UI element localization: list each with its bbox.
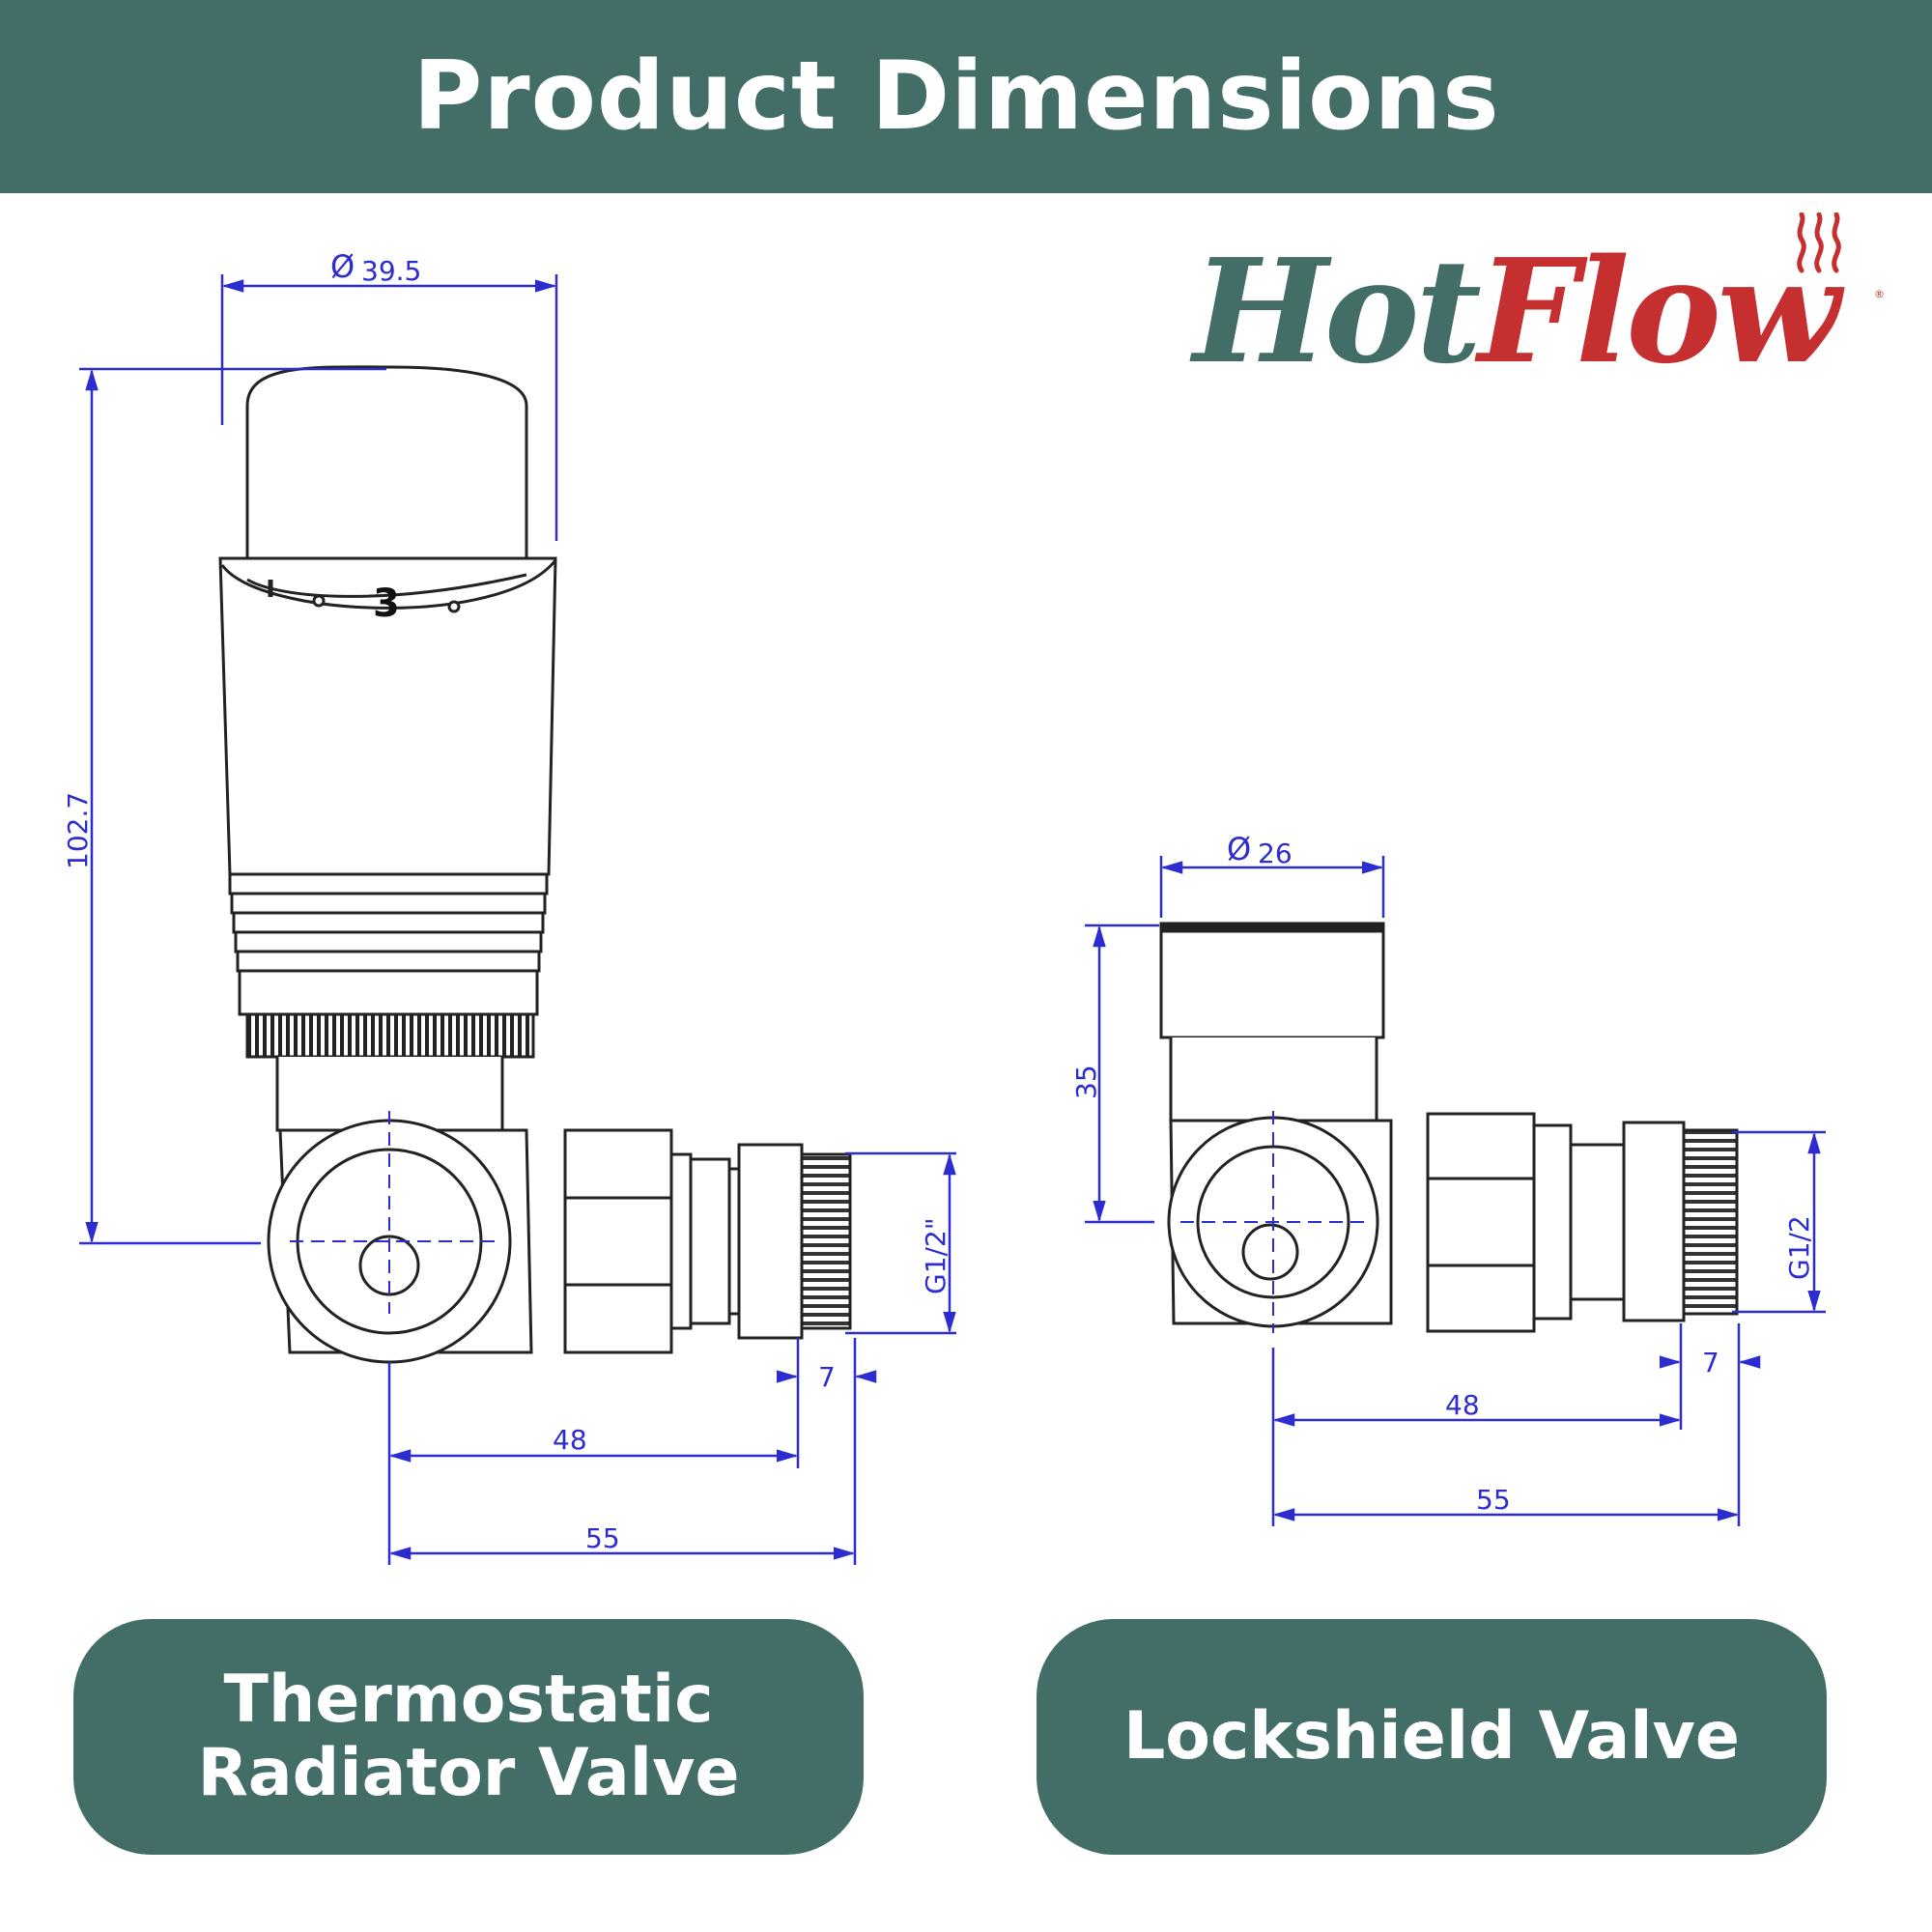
technical-drawing: Ø 39.5 102.7 G1/2" 7 48 55 3 (62, 248, 1826, 1565)
trv-hex-nut (563, 1128, 673, 1354)
trv-thread (800, 1152, 852, 1330)
lockshield-tail-label: 7 (1702, 1347, 1719, 1378)
trv-tail-label: 7 (818, 1361, 836, 1393)
hotflow-logo: HotFlow ® (1193, 213, 1918, 406)
lockshield-height-label: 35 (1070, 1065, 1102, 1099)
lockshield-48-label: 48 (1445, 1389, 1480, 1421)
trv-dial-number: 3 (373, 582, 400, 626)
trv-caption-line1: Thermostatic (223, 1661, 714, 1738)
header-bar: Product Dimensions (0, 0, 1932, 193)
trv-caption-line2: Radiator Valve (197, 1735, 740, 1811)
lockshield-diameter-symbol: Ø (1227, 831, 1251, 867)
logo-flow: Flow (1477, 227, 1840, 395)
lockshield-caption: Lockshield Valve (1037, 1619, 1827, 1855)
trv-drawing (218, 365, 852, 1364)
steam-icon (1797, 213, 1841, 273)
trv-48-label: 48 (553, 1424, 587, 1456)
lockshield-diameter-label: 26 (1258, 838, 1293, 869)
trv-diameter-label: 39.5 (361, 255, 421, 287)
trv-cap (245, 365, 528, 572)
trv-55-label: 55 (585, 1522, 620, 1554)
lockshield-hex-nut (1426, 1112, 1536, 1333)
trv-caption: Thermostatic Radiator Valve (73, 1619, 864, 1855)
lockshield-thread (1682, 1128, 1739, 1316)
lockshield-55-label: 55 (1476, 1484, 1511, 1516)
logo-hot: Hot (1193, 227, 1482, 395)
trv-knurled-nut (245, 1012, 535, 1059)
page-title: Product Dimensions (412, 42, 1500, 152)
trv-height-label: 102.7 (62, 792, 94, 869)
lockshield-drawing (1159, 922, 1739, 1333)
lockshield-caption-text: Lockshield Valve (1122, 1697, 1741, 1775)
lockshield-thread-label: G1/2 (1783, 1215, 1815, 1280)
registered-mark: ® (1874, 288, 1885, 300)
lockshield-cap (1159, 922, 1385, 1039)
trv-thread-label: G1/2" (920, 1217, 952, 1294)
logo-wordmark: HotFlow (1193, 240, 1840, 383)
trv-diameter-symbol: Ø (330, 248, 355, 285)
trv-head-body (218, 556, 557, 876)
